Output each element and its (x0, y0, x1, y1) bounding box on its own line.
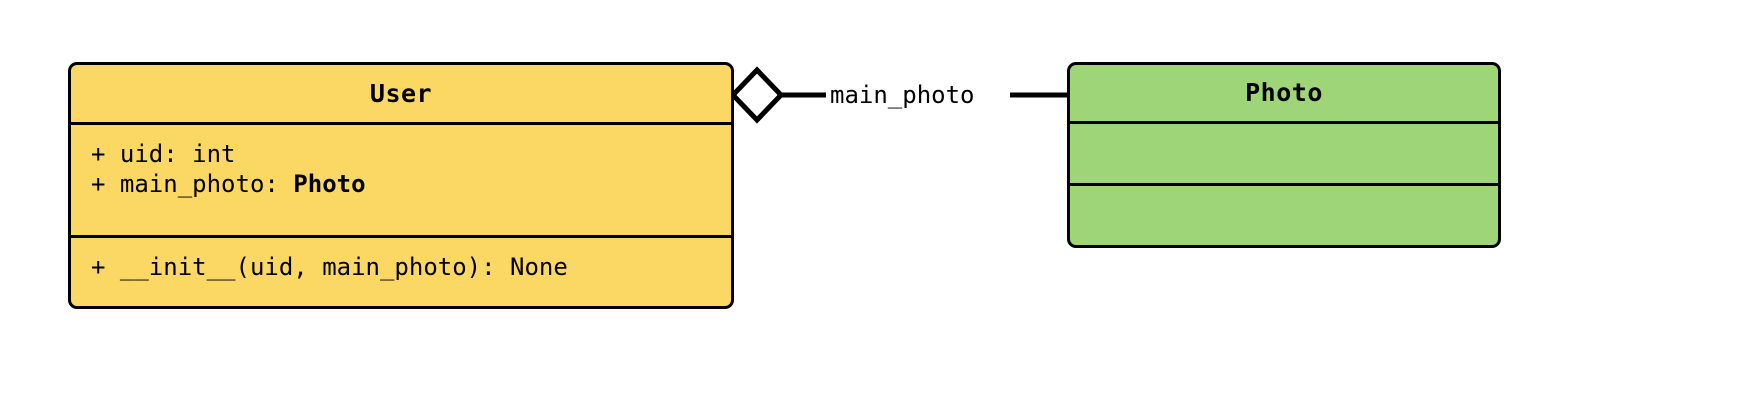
class-title-photo: Photo (1245, 78, 1323, 108)
association-label-main-photo: main_photo (826, 80, 979, 110)
attribute-row: + uid: int (91, 140, 236, 168)
method-row: + __init__(uid, main_photo): None (91, 253, 568, 281)
class-attributes-user: + uid: int + main_photo: Photo (71, 122, 731, 235)
class-attributes-photo (1070, 120, 1498, 183)
class-box-user[interactable]: User + uid: int + main_photo: Photo + __… (68, 62, 734, 309)
attribute-row: + main_photo: Photo (91, 169, 731, 199)
attribute-type-photo: Photo (293, 170, 366, 198)
class-methods-photo (1070, 182, 1498, 245)
class-title-user: User (369, 79, 433, 108)
aggregation-diamond-icon (729, 66, 785, 124)
class-methods-user: + __init__(uid, main_photo): None (71, 235, 731, 306)
class-box-photo[interactable]: Photo (1067, 62, 1501, 248)
attribute-label: + main_photo: (91, 170, 294, 198)
